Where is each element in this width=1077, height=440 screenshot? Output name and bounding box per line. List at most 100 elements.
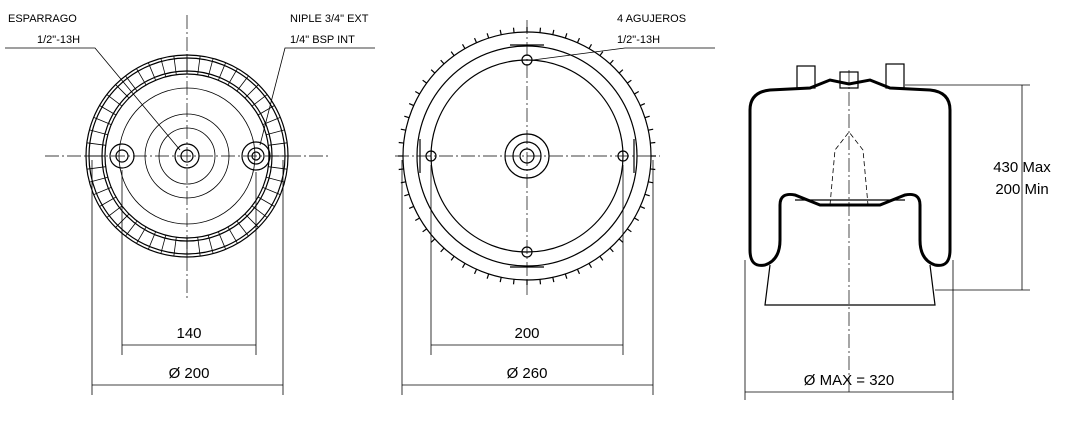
cage-rib bbox=[266, 176, 285, 183]
rim-tooth bbox=[576, 37, 581, 43]
labels: ESPARRAGO 1/2"-13H NIPLE 3/4" EXT 1/4" B… bbox=[8, 13, 1051, 389]
cage-rib bbox=[99, 105, 117, 116]
rim-tooth bbox=[626, 79, 632, 84]
rim-tooth bbox=[450, 51, 455, 57]
rim-tooth bbox=[486, 273, 490, 279]
rim-tooth bbox=[539, 27, 542, 33]
cage-rib bbox=[257, 105, 275, 116]
cage-rib bbox=[160, 235, 167, 254]
cage-rib bbox=[99, 196, 117, 207]
rim-tooth bbox=[618, 238, 624, 243]
rim-tooth bbox=[422, 228, 428, 233]
cage-rib bbox=[125, 220, 138, 237]
rim-tooth bbox=[473, 269, 478, 275]
dim-140: 140 bbox=[176, 325, 201, 342]
cage-rib bbox=[197, 55, 201, 75]
nipple-label-1: NIPLE 3/4" EXT bbox=[290, 13, 369, 25]
rim-tooth bbox=[539, 279, 542, 285]
rim-tooth bbox=[609, 59, 614, 65]
rim-tooth bbox=[650, 141, 656, 144]
rim-tooth bbox=[461, 43, 466, 49]
cage-rib bbox=[268, 142, 288, 146]
rim-tooth bbox=[634, 217, 640, 222]
rim-tooth bbox=[473, 37, 478, 43]
rim-tooth bbox=[398, 168, 404, 171]
rim-tooth bbox=[430, 238, 436, 243]
cage-rib bbox=[236, 220, 249, 237]
stud-label-2: 1/2"-13H bbox=[37, 34, 80, 46]
cage-rib bbox=[257, 196, 275, 207]
dim-height-max: 430 Max bbox=[993, 159, 1051, 176]
dim-200: 200 bbox=[514, 325, 539, 342]
rim-tooth bbox=[644, 193, 650, 197]
rim-tooth bbox=[609, 247, 614, 253]
cage-rib bbox=[136, 226, 147, 244]
rim-tooth bbox=[648, 128, 654, 131]
rim-tooth bbox=[499, 277, 502, 283]
cage-rib bbox=[136, 68, 147, 86]
rim-tooth bbox=[640, 205, 646, 210]
rim-tooth bbox=[461, 263, 466, 269]
cage-rib bbox=[173, 237, 177, 257]
rim-tooth bbox=[430, 69, 436, 74]
rim-tooth bbox=[414, 90, 420, 95]
rim-tooth bbox=[404, 115, 410, 119]
rim-tooth bbox=[398, 141, 404, 144]
rim-tooth bbox=[486, 33, 490, 39]
dim-d260: Ø 260 bbox=[507, 365, 548, 382]
cage-rib bbox=[197, 237, 201, 257]
cage-rib bbox=[147, 62, 156, 81]
top-view-middle bbox=[395, 20, 715, 395]
rim-tooth bbox=[618, 69, 624, 74]
rim-tooth bbox=[552, 29, 555, 35]
rim-tooth bbox=[422, 79, 428, 84]
cage-rib bbox=[244, 213, 259, 228]
cage-rib bbox=[106, 205, 123, 218]
cage-rib bbox=[218, 231, 227, 250]
cage-rib bbox=[262, 187, 281, 196]
rim-tooth bbox=[626, 228, 632, 233]
cage-rib bbox=[268, 166, 288, 170]
cage-rib bbox=[86, 166, 106, 170]
dim-d200: Ø 200 bbox=[169, 365, 210, 382]
cage-rib bbox=[236, 75, 249, 92]
cage-rib bbox=[86, 142, 106, 146]
rim-tooth bbox=[499, 29, 502, 35]
cage-rib bbox=[244, 84, 259, 99]
rim-tooth bbox=[588, 43, 593, 49]
cage-rib bbox=[93, 116, 112, 125]
rim-tooth bbox=[644, 115, 650, 119]
rim-tooth bbox=[408, 205, 414, 210]
cage-rib bbox=[227, 68, 238, 86]
rim-tooth bbox=[404, 193, 410, 197]
cage-rib bbox=[89, 129, 108, 136]
rim-tooth bbox=[512, 279, 515, 285]
cage-rib bbox=[160, 58, 167, 77]
holes-label-1: 4 AGUJEROS bbox=[617, 13, 686, 25]
dim-height-min: 200 Min bbox=[995, 181, 1048, 198]
rim-tooth bbox=[648, 181, 654, 184]
rim-tooth bbox=[408, 102, 414, 107]
rim-tooth bbox=[552, 277, 555, 283]
rim-tooth bbox=[440, 59, 445, 65]
side-view bbox=[744, 63, 1030, 400]
top-view-left bbox=[5, 15, 375, 395]
cage-rib bbox=[115, 84, 130, 99]
cage-rib bbox=[106, 94, 123, 107]
holes-label-2: 1/2"-13H bbox=[617, 34, 660, 46]
cage-rib bbox=[207, 58, 214, 77]
cage-rib bbox=[125, 75, 138, 92]
nipple-label-2: 1/4" BSP INT bbox=[290, 34, 355, 46]
cage-rib bbox=[89, 176, 108, 183]
rim-tooth bbox=[440, 247, 445, 253]
cage-rib bbox=[218, 62, 227, 81]
rim-tooth bbox=[599, 51, 604, 57]
rim-tooth bbox=[512, 27, 515, 33]
cage-rib bbox=[251, 94, 268, 107]
rim-tooth bbox=[564, 273, 568, 279]
cage-rib bbox=[93, 187, 112, 196]
cage-rib bbox=[251, 205, 268, 218]
cage-rib bbox=[227, 226, 238, 244]
rim-tooth bbox=[400, 181, 406, 184]
stud-label-1: ESPARRAGO bbox=[8, 13, 77, 25]
